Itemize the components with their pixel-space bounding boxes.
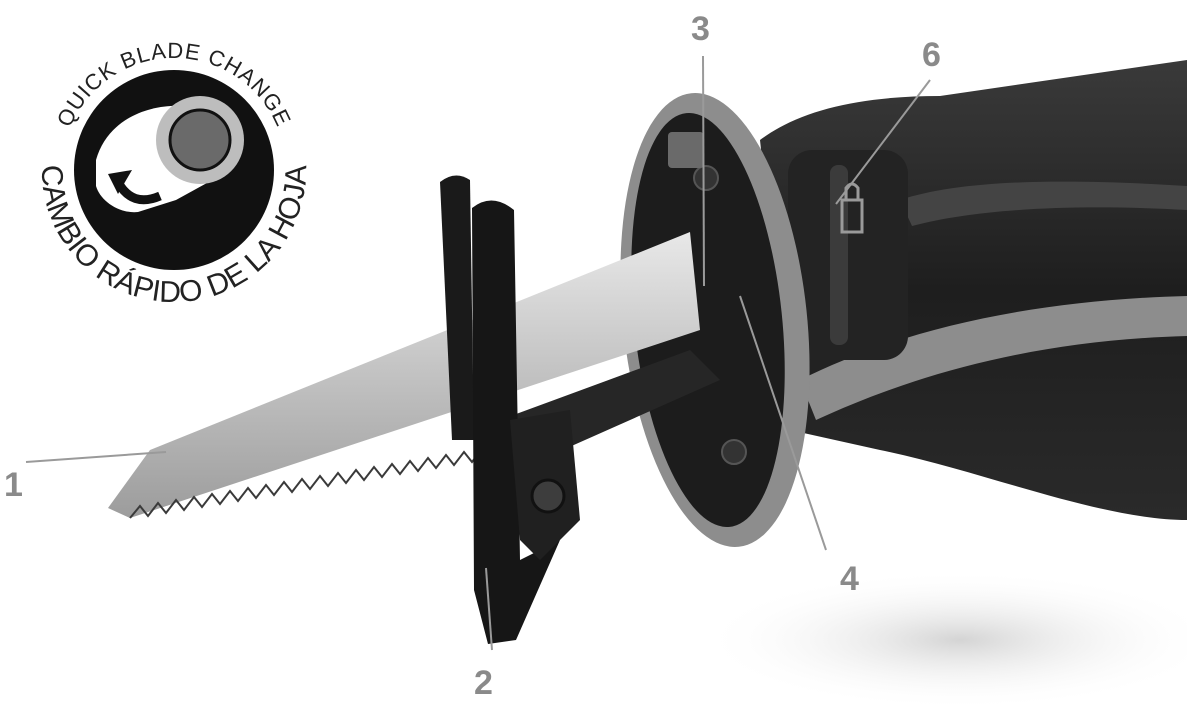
saw-grip-contour xyxy=(900,181,1187,226)
front-plate-screw-bottom xyxy=(721,439,747,465)
rotate-arrowhead-icon xyxy=(108,170,132,194)
shoe-bolt xyxy=(530,478,566,514)
front-plate-screw-top xyxy=(693,165,719,191)
blade-teeth xyxy=(129,439,537,519)
leader-line-6 xyxy=(835,79,931,205)
callout-1: 1 xyxy=(4,466,23,504)
saw-trim-stripe xyxy=(800,296,1187,420)
leader-lines xyxy=(25,55,931,651)
front-plate-window xyxy=(668,132,704,168)
leader-line-4 xyxy=(739,295,827,551)
callout-4: 4 xyxy=(840,560,859,598)
front-plate-face xyxy=(631,112,785,528)
leader-line-3 xyxy=(702,55,705,287)
quick-blade-change-badge: QUICK BLADE CHANGE CAMBIO RÁPIDO DE LA H… xyxy=(35,38,314,309)
leader-line-1 xyxy=(25,451,167,463)
adjustable-shoe xyxy=(440,175,580,644)
front-plate xyxy=(620,93,810,547)
callout-labels: 1 2 3 4 6 xyxy=(4,10,941,702)
blade-lock-collar xyxy=(788,150,908,360)
callout-3: 3 xyxy=(691,10,710,48)
blade-body xyxy=(108,232,700,518)
callout-2: 2 xyxy=(474,664,493,702)
badge-lever-knob xyxy=(168,108,232,172)
saw-blade xyxy=(108,232,700,519)
shoe-back-plate xyxy=(440,175,474,441)
callout-6: 6 xyxy=(922,36,941,74)
floor-shadow xyxy=(700,570,1187,706)
leader-line-2 xyxy=(485,567,493,651)
